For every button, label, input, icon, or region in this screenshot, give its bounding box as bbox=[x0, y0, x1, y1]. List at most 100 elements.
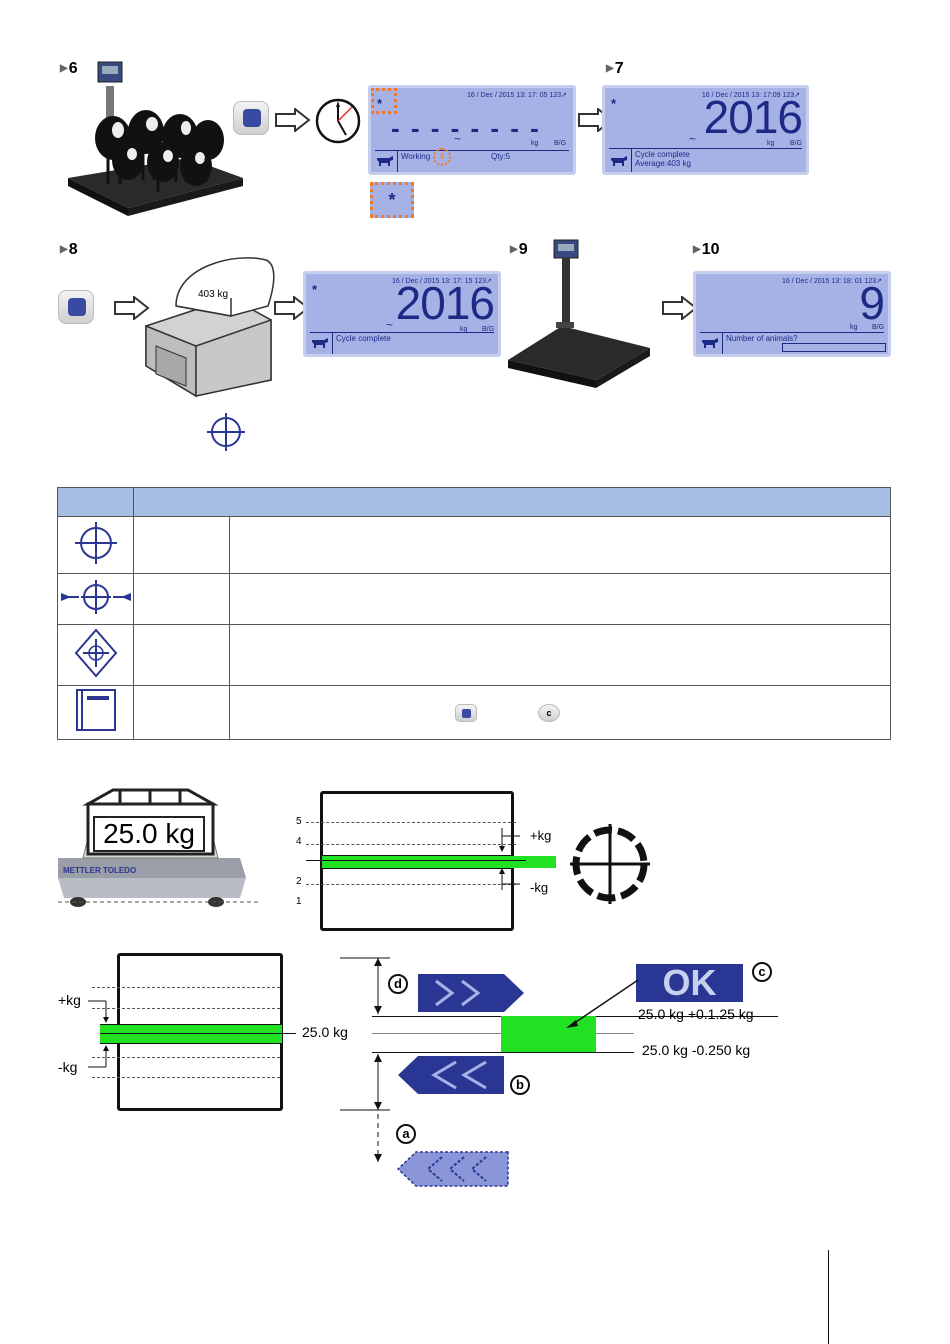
diamond-target-icon bbox=[74, 627, 117, 678]
tick-label: 1 bbox=[296, 896, 302, 907]
stability-tilde: ~ bbox=[689, 132, 697, 146]
table-cell bbox=[133, 685, 230, 740]
empty-scale-illustration bbox=[508, 239, 650, 388]
table-cell bbox=[133, 624, 230, 686]
weighing-display-cycle-complete-2: 16 / Dec / 2015 13: 17: 15 123↗ * 2016 ~… bbox=[303, 271, 501, 357]
print-key-icon bbox=[58, 290, 94, 324]
tolerance-arrows bbox=[88, 1000, 109, 1068]
table-cell: c bbox=[229, 685, 891, 740]
display-unit: kg bbox=[767, 140, 775, 147]
table-cell bbox=[229, 573, 891, 625]
lower-limit-line bbox=[372, 1052, 634, 1053]
weighing-display-working: 16 / Dec / 2015 13: 17: 05 123↗ * - - - … bbox=[368, 85, 576, 175]
cow-icon bbox=[312, 338, 328, 348]
brand-label: METTLER TOLEDO bbox=[63, 866, 137, 875]
range-dimension-lines bbox=[340, 957, 390, 1162]
display-date: 16 / Dec / 2015 13: 17: 05 123↗ bbox=[466, 92, 567, 99]
tick-line bbox=[306, 844, 516, 845]
arrow-right-icon bbox=[114, 296, 150, 320]
page-margin-rule bbox=[828, 1250, 829, 1344]
symbol-legend-table: c bbox=[57, 487, 891, 740]
remove-far-arrow-icon bbox=[396, 1151, 509, 1187]
tick-label: 2 bbox=[296, 876, 302, 887]
arrow-right-icon bbox=[662, 296, 698, 320]
display-value: 2016 bbox=[703, 91, 803, 143]
display-mode: B/G bbox=[482, 326, 495, 333]
pointer-line bbox=[566, 979, 639, 1028]
label-b: b bbox=[510, 1075, 530, 1095]
clock-icon bbox=[315, 98, 361, 144]
table-row bbox=[57, 573, 891, 625]
stability-tilde: ~ bbox=[454, 132, 462, 146]
band-border bbox=[322, 855, 512, 856]
minus-kg-label: -kg bbox=[530, 880, 549, 895]
table-cell bbox=[133, 573, 230, 625]
crosshair-target-icon bbox=[74, 521, 117, 564]
tick-line bbox=[92, 1077, 280, 1078]
average-text: Average:403 kg bbox=[635, 159, 691, 168]
step-9-label: ▶9 bbox=[510, 241, 528, 258]
minus-kg-label: -kg bbox=[58, 1059, 78, 1075]
add-more-arrow-icon bbox=[418, 974, 524, 1012]
table-cell bbox=[229, 624, 891, 686]
table-cell-symbol bbox=[57, 516, 134, 574]
print-key-icon bbox=[455, 704, 477, 722]
display-mode: B/G bbox=[872, 324, 885, 331]
target-line bbox=[100, 1033, 296, 1034]
display-value: - - - - - - - - bbox=[391, 113, 541, 143]
target-line bbox=[306, 860, 526, 861]
display-mode: B/G bbox=[554, 140, 567, 147]
table-row bbox=[57, 516, 891, 574]
tick-label: 4 bbox=[296, 836, 302, 847]
plus-kg-label: +kg bbox=[530, 828, 552, 843]
display-unit: kg bbox=[850, 324, 858, 331]
crosshair-target-icon bbox=[207, 413, 245, 451]
display-value: 2016 bbox=[395, 277, 495, 329]
remove-arrow-icon bbox=[398, 1056, 504, 1094]
status-text: Working bbox=[401, 152, 431, 161]
tick-line bbox=[92, 1057, 280, 1058]
manual-page-icon bbox=[75, 689, 116, 731]
asterisk-highlight bbox=[371, 88, 397, 114]
stability-tilde: ~ bbox=[386, 318, 394, 332]
lower-limit-label: 25.0 kg -0.250 kg bbox=[642, 1042, 751, 1058]
table-cell-symbol bbox=[57, 624, 134, 686]
prompt-text: Number of animals? bbox=[726, 334, 798, 343]
step-7-label: ▶7 bbox=[606, 60, 624, 77]
ok-indicator: OK bbox=[636, 964, 743, 1002]
tick-line bbox=[92, 1008, 280, 1009]
printer-illustration bbox=[145, 257, 275, 398]
asterisk-indicator: * bbox=[611, 96, 617, 111]
cow-icon bbox=[611, 156, 627, 166]
cow-icon bbox=[702, 338, 718, 348]
target-weight-label: 25.0 kg bbox=[302, 1024, 348, 1040]
ok-zone bbox=[501, 1016, 596, 1052]
band-border bbox=[100, 1043, 282, 1044]
step-6-label: ▶6 bbox=[60, 60, 78, 77]
asterisk-indicator: * bbox=[312, 282, 318, 297]
label-c: c bbox=[752, 962, 772, 982]
step-8-label: ▶8 bbox=[60, 241, 78, 258]
display-unit: kg bbox=[531, 140, 539, 147]
status-text: Cycle complete bbox=[336, 334, 391, 343]
tick-line bbox=[306, 884, 516, 885]
tick-label: 5 bbox=[296, 816, 302, 827]
upper-limit-label: 25.0 kg +0.1.25 kg bbox=[638, 1006, 754, 1022]
weighing-display-number-of-animals: 16 / Dec / 2015 13: 18: 01 123↗ 9 kg B/G… bbox=[693, 271, 891, 357]
display-mode: B/G bbox=[790, 140, 803, 147]
plus-kg-label: +kg bbox=[58, 992, 81, 1008]
tolerance-band bbox=[100, 1024, 282, 1044]
band-border bbox=[322, 868, 512, 869]
display-date: 16 / Dec / 2015 13: 18: 01 123↗ bbox=[781, 278, 882, 285]
table-header-description bbox=[133, 487, 891, 517]
print-key-icon bbox=[233, 101, 269, 135]
table-cell-symbol bbox=[57, 573, 134, 625]
tolerance-arrows bbox=[499, 828, 520, 890]
step-10-label: ▶10 bbox=[693, 241, 720, 258]
label-a: a bbox=[396, 1124, 416, 1144]
arrow-right-icon bbox=[274, 296, 310, 320]
display-value: 9 bbox=[859, 277, 885, 329]
cow-icon bbox=[377, 156, 393, 166]
target-reached-icon bbox=[570, 824, 650, 904]
display-date: 16 / Dec / 2015 13: 17: 15 123↗ bbox=[391, 278, 492, 285]
